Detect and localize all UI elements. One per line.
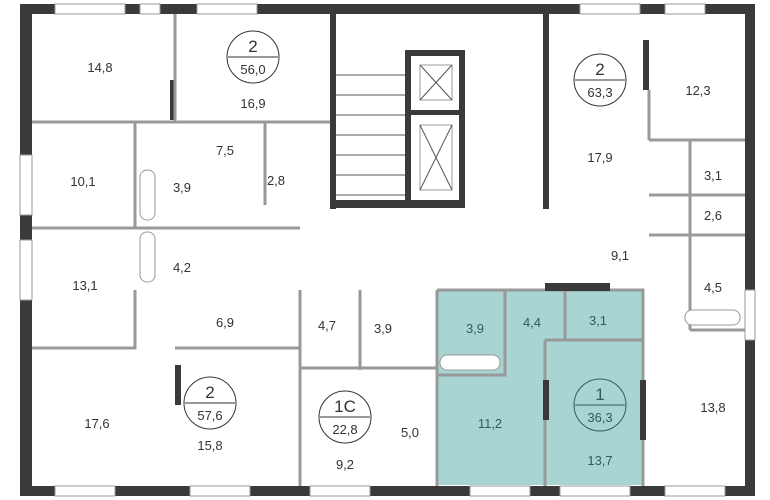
- room-area: 14,8: [87, 60, 112, 75]
- highlighted-apartment[interactable]: [437, 290, 643, 485]
- apartment-rooms: 2: [248, 37, 257, 56]
- apartment-rooms: 2: [205, 383, 214, 402]
- room-area: 4,4: [523, 315, 541, 330]
- room-area: 9,2: [336, 457, 354, 472]
- room-area: 7,5: [216, 143, 234, 158]
- apartment-badge[interactable]: 2 56,0: [226, 30, 280, 84]
- apartment-area: 57,6: [197, 408, 222, 423]
- apartment-area: 56,0: [240, 62, 265, 77]
- apartment-rooms: 2: [595, 60, 604, 79]
- room-area: 15,8: [197, 438, 222, 453]
- apartment-rooms: 1С: [334, 397, 356, 416]
- room-area: 4,5: [704, 280, 722, 295]
- apartment-badge[interactable]: 2 57,6: [183, 376, 237, 430]
- apartment-badge[interactable]: 2 63,3: [573, 53, 627, 107]
- room-labels: 14,8 16,9 10,1 7,5 3,9 2,8 4,2 13,1 6,9 …: [70, 60, 725, 472]
- apartment-badge[interactable]: 1С 22,8: [318, 390, 372, 444]
- room-area: 3,1: [704, 168, 722, 183]
- room-area: 3,9: [466, 321, 484, 336]
- room-area: 17,9: [587, 150, 612, 165]
- apartment-area: 36,3: [587, 410, 612, 425]
- apartment-area: 63,3: [587, 85, 612, 100]
- room-area: 5,0: [401, 425, 419, 440]
- room-area: 4,2: [173, 260, 191, 275]
- room-area: 12,3: [685, 83, 710, 98]
- room-area: 2,8: [267, 173, 285, 188]
- apartment-badge-highlighted[interactable]: 1 36,3: [573, 378, 627, 432]
- room-area: 13,8: [700, 400, 725, 415]
- room-area: 11,2: [478, 416, 502, 431]
- room-area: 9,1: [611, 248, 629, 263]
- room-area: 13,1: [72, 278, 97, 293]
- apartment-area: 22,8: [332, 422, 357, 437]
- room-area: 3,1: [589, 313, 607, 328]
- room-area: 4,7: [318, 318, 336, 333]
- room-area: 10,1: [70, 174, 95, 189]
- room-area: 3,9: [173, 180, 191, 195]
- room-area: 17,6: [84, 416, 109, 431]
- apartment-rooms: 1: [595, 385, 604, 404]
- room-area: 16,9: [240, 96, 265, 111]
- room-area: 6,9: [216, 315, 234, 330]
- room-area: 3,9: [374, 321, 392, 336]
- room-area: 13,7: [587, 453, 612, 468]
- interior-walls: [19, 3, 756, 497]
- room-area: 2,6: [704, 208, 722, 223]
